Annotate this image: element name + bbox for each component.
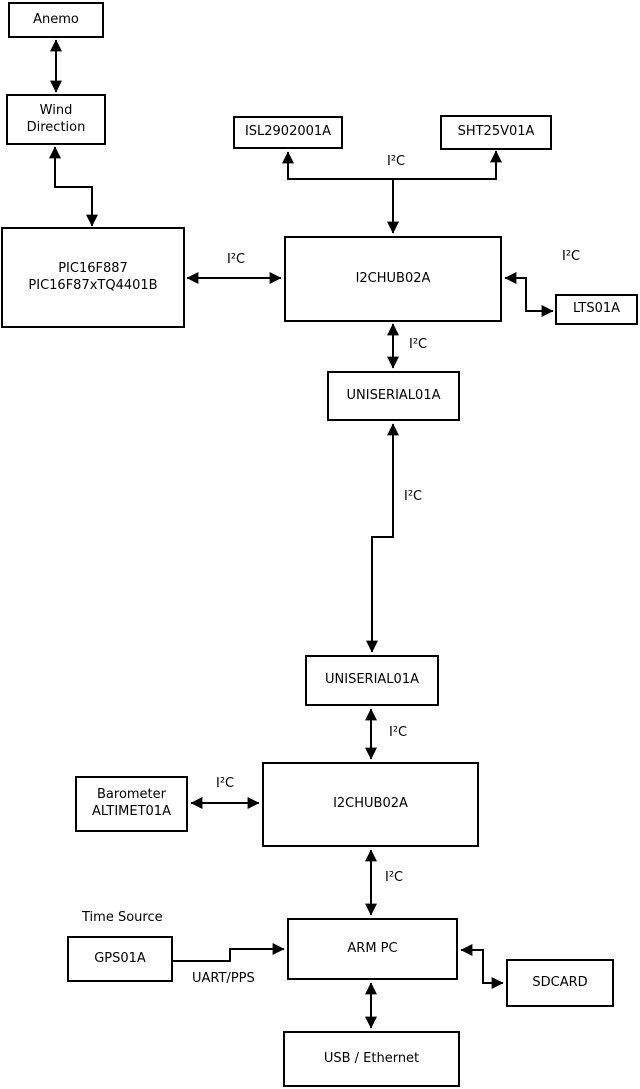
node-i2chub-1: I2CHUB02A [284,236,502,322]
node-usb-ethernet: USB / Ethernet [283,1031,460,1087]
node-i2chub-2: I2CHUB02A [262,762,479,847]
edge-label-uart-pps: UART/PPS [192,971,255,986]
node-barometer: Barometer ALTIMET01A [75,776,188,832]
edge-label-i2c-barometer-i2chub2: I²C [216,776,235,791]
edge-label-time-source: Time Source [82,910,163,925]
link-gps-armpc [173,943,285,962]
edge-label-i2c-i2chub1-uniserial1: I²C [409,337,428,352]
node-uniserial-1: UNISERIAL01A [327,371,460,421]
node-uniserial-2: UNISERIAL01A [305,655,439,706]
node-lts01a: LTS01A [555,294,638,325]
link-winddirection-pic [49,146,98,227]
edge-label-i2c-i2chub2-armpc: I²C [385,870,404,885]
link-armpc-sdcard [460,944,504,989]
edge-label-i2c-i2chub1-lts: I²C [562,249,581,264]
node-wind-direction: Wind Direction [6,94,106,145]
node-pic: PIC16F887 PIC16F87xTQ4401B [1,227,185,328]
node-gps01a: GPS01A [67,936,173,982]
node-sht25v01a: SHT25V01A [440,115,552,150]
node-arm-pc: ARM PC [287,918,458,980]
edge-label-i2c-uniserial2-i2chub2: I²C [389,725,408,740]
link-uniserial1-uniserial2 [366,423,399,653]
link-i2chub1-lts [504,272,554,317]
node-isl2902001a: ISL2902001A [233,116,343,149]
edge-label-i2c-sensor-bus: I²C [387,154,406,169]
edge-label-i2c-uniserial-link: I²C [404,489,423,504]
node-sdcard: SDCARD [506,959,614,1007]
node-anemo: Anemo [8,2,104,38]
edge-label-i2c-pic-i2chub1: I²C [227,252,246,267]
